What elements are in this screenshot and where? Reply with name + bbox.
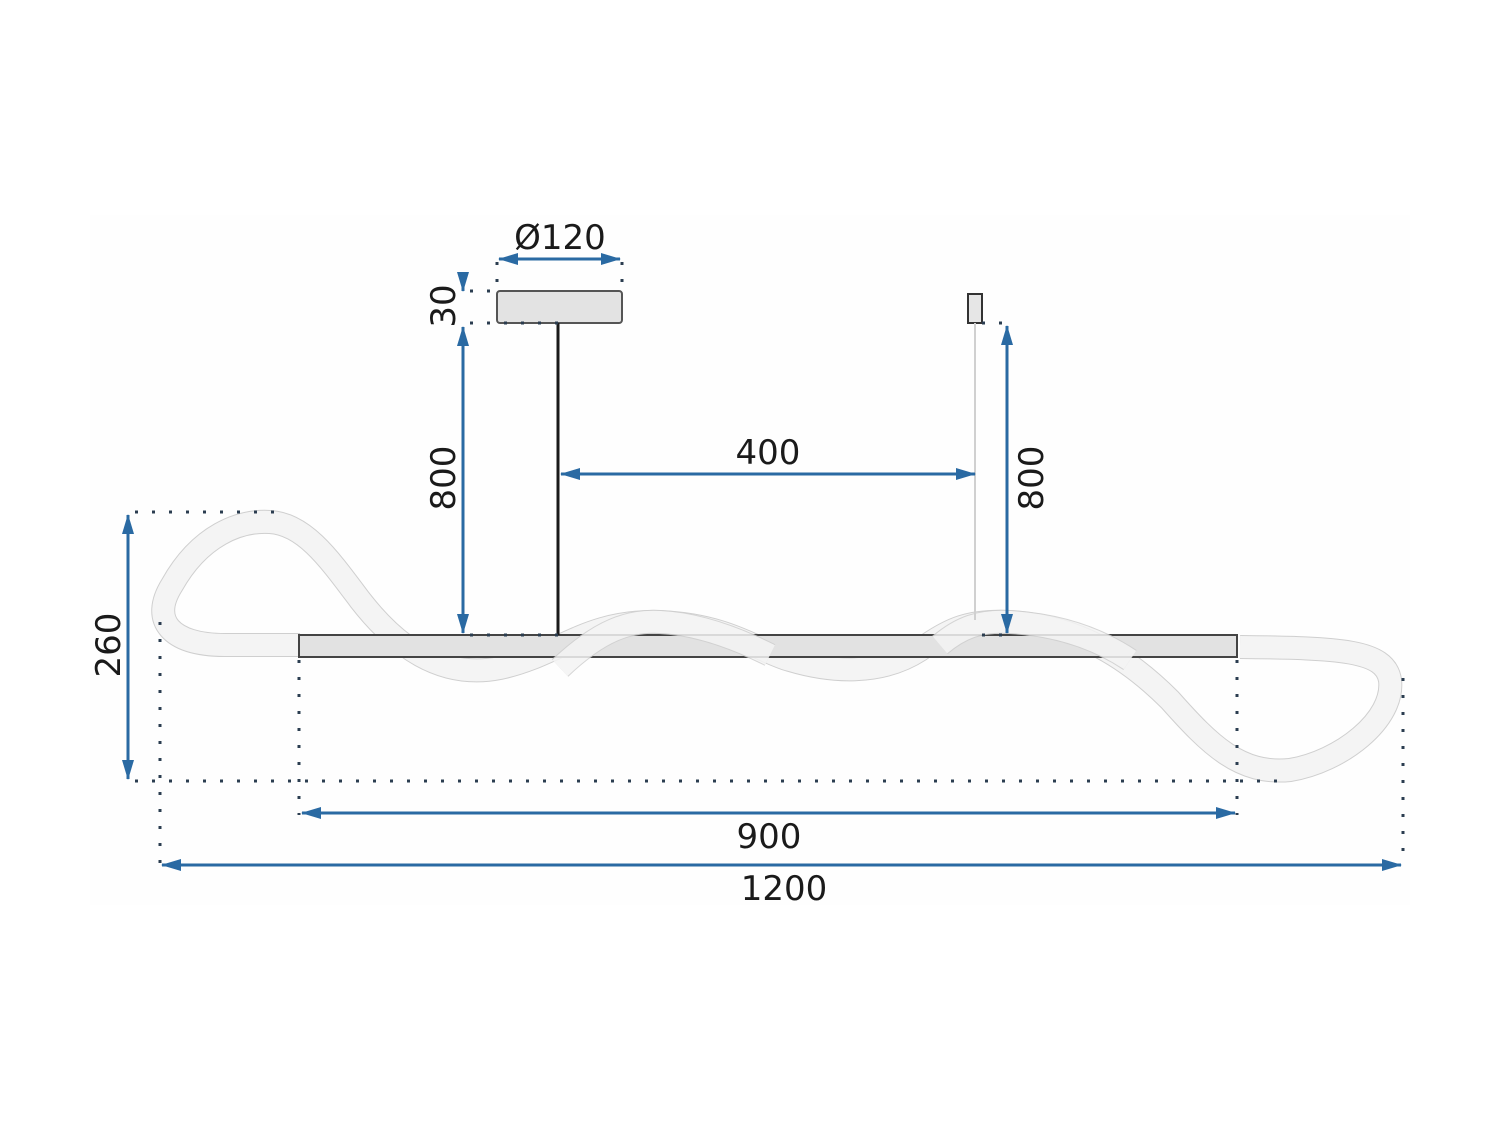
label-canopy-height: 30	[424, 284, 464, 327]
led-tube-front	[551, 609, 1137, 677]
label-tube-height: 260	[89, 613, 129, 678]
label-suspension-left: 800	[424, 446, 464, 511]
label-canopy-diameter: Ø120	[514, 218, 606, 258]
label-total-length: 1200	[741, 869, 828, 909]
drawing-area	[90, 215, 1410, 905]
led-tube	[151, 509, 1403, 783]
ceiling-canopy	[496, 290, 623, 324]
label-spacing: 400	[736, 433, 801, 473]
ceiling-anchor-right	[967, 293, 983, 324]
label-suspension-right: 800	[1012, 446, 1052, 511]
extension-lines	[135, 262, 1405, 865]
label-bar-length: 900	[737, 817, 802, 857]
dimension-arrows	[122, 253, 1402, 871]
